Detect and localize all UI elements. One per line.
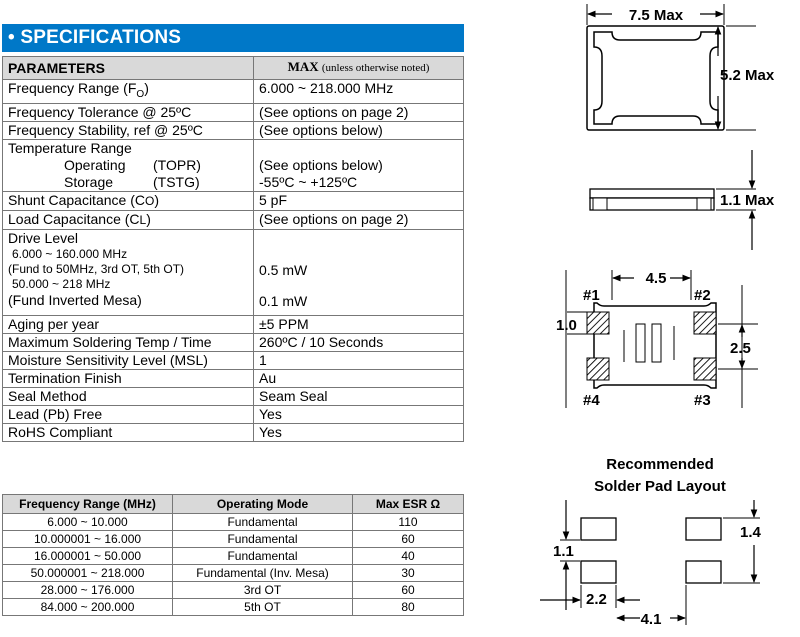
esr-mode: Fundamental (Inv. Mesa) <box>172 564 353 582</box>
param-label: Frequency Tolerance @ 25ºC <box>2 102 254 122</box>
table-row: Frequency Tolerance @ 25ºC (See options … <box>2 102 464 122</box>
spec-header-row: PARAMETERS MAX (unless otherwise noted) <box>2 56 464 80</box>
table-row: Maximum Soldering Temp / Time 260ºC / 10… <box>2 332 464 352</box>
max-note: (unless otherwise noted) <box>321 62 430 74</box>
esr-table: Frequency Range (MHz) Operating Mode Max… <box>2 494 464 616</box>
operating-label: Operating <box>64 156 126 173</box>
specifications-table: PARAMETERS MAX (unless otherwise noted) … <box>2 56 464 442</box>
dim-pad-pitch: 2.5 <box>730 340 751 357</box>
param-end: ) <box>144 80 149 96</box>
section-title: • SPECIFICATIONS <box>2 24 464 52</box>
param-end: ) <box>146 210 151 227</box>
side-view-package <box>589 188 715 211</box>
esr-header-esr: Max ESR Ω <box>352 494 464 514</box>
esr-mode: 5th OT <box>172 598 353 616</box>
rec-title-line-1: Recommended <box>606 456 714 473</box>
drive-range-1: 6.000 ~ 160.000 MHz <box>12 246 128 261</box>
operating-value: (See options below) <box>259 156 383 173</box>
max-label: MAX <box>287 59 319 74</box>
esr-mode: 3rd OT <box>172 581 353 599</box>
param-sub: O <box>136 88 145 100</box>
esr-frequency: 16.000001 ~ 50.000 <box>2 547 173 565</box>
table-row-drive-level: Drive Level 6.000 ~ 160.000 MHz (Fund to… <box>2 228 464 316</box>
storage-value: -55ºC ~ +125ºC <box>259 173 358 190</box>
table-row: Termination Finish Au <box>2 368 464 388</box>
pin-1-label: #1 <box>583 287 600 304</box>
table-row: RoHS Compliant Yes <box>2 422 464 442</box>
table-row: Frequency Stability, ref @ 25ºC (See opt… <box>2 120 464 140</box>
esr-value: 60 <box>352 581 464 599</box>
max-header: MAX (unless otherwise noted) <box>253 56 464 80</box>
drive-range-2: 50.000 ~ 218 MHz <box>12 276 111 291</box>
pin-4-label: #4 <box>583 392 600 409</box>
param-value: (See options on page 2) <box>253 102 464 122</box>
dim-width: 7.5 Max <box>629 7 684 24</box>
bottom-view-package <box>586 302 717 389</box>
drive-value-1: 0.5 mW <box>259 261 308 278</box>
param-label: Frequency Range (F <box>8 80 137 96</box>
drive-level-label: Drive Level <box>8 229 79 246</box>
esr-value: 80 <box>352 598 464 616</box>
table-row: Frequency Range (FO) 6.000 ~ 218.000 MHz <box>2 79 464 104</box>
param-value: 6.000 ~ 218.000 MHz <box>253 79 464 104</box>
pin-3-label: #3 <box>694 392 711 409</box>
dim-pad-spacing: 4.5 <box>646 270 667 287</box>
param-sub: L <box>139 212 147 227</box>
drive-value-2: 0.1 mW <box>259 292 308 309</box>
table-row: Seal Method Seam Seal <box>2 386 464 406</box>
dim-height: 5.2 Max <box>720 67 775 84</box>
param-label: Shunt Capacitance (C <box>8 191 145 208</box>
param-end: ) <box>154 191 159 208</box>
table-row-temperature: Temperature Range Operating (TOPR) Storag… <box>2 138 464 192</box>
parameters-header: PARAMETERS <box>2 56 254 80</box>
table-row: Shunt Capacitance (CO) 5 pF <box>2 190 464 211</box>
dim-rec-pad-h: 1.4 <box>740 524 762 541</box>
param-label: RoHS Compliant <box>2 422 254 442</box>
param-sub: O <box>144 193 155 208</box>
dim-rec-width: 2.2 <box>586 591 607 608</box>
storage-label: Storage <box>64 173 114 190</box>
param-label: Maximum Soldering Temp / Time <box>2 332 254 352</box>
param-value: Yes <box>253 422 464 442</box>
drive-range-2-note: (Fund Inverted Mesa) <box>8 291 142 308</box>
dim-rec-pad-w: 1.1 <box>553 543 574 560</box>
dim-pad-height: 1.0 <box>556 317 577 334</box>
esr-frequency: 84.000 ~ 200.000 <box>2 598 173 616</box>
top-view-package <box>586 25 725 131</box>
storage-symbol: (TSTG) <box>153 173 200 190</box>
param-label: Load Capacitance (C <box>8 210 140 227</box>
recommended-layout-title: Recommended Solder Pad Layout <box>560 454 760 498</box>
pin-2-label: #2 <box>694 287 711 304</box>
param-value: Seam Seal <box>253 386 464 406</box>
esr-frequency: 10.000001 ~ 16.000 <box>2 530 173 548</box>
operating-symbol: (TOPR) <box>153 156 201 173</box>
esr-mode: Fundamental <box>172 530 353 548</box>
dim-rec-spacing: 4.1 <box>641 611 662 628</box>
rec-title-line-2: Solder Pad Layout <box>594 478 726 495</box>
temperature-label: Temperature Range <box>8 139 132 156</box>
esr-frequency: 50.000001 ~ 218.000 <box>2 564 173 582</box>
dim-thickness: 1.1 Max <box>720 192 775 209</box>
param-label: Frequency Stability, ref @ 25ºC <box>2 120 254 140</box>
solder-pad-layout <box>580 517 722 584</box>
param-value: (See options on page 2) <box>253 209 464 230</box>
drive-range-1-note: (Fund to 50MHz, 3rd OT, 5th OT) <box>8 261 185 276</box>
